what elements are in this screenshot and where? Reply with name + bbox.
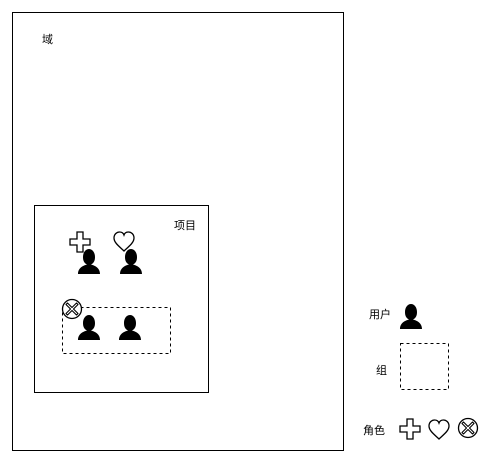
project-user-icon xyxy=(78,249,100,274)
circle-x-icon xyxy=(61,298,83,320)
legend-role-label: 角色 xyxy=(363,423,385,437)
legend-plus-cross-icon xyxy=(399,418,421,440)
project-box xyxy=(34,205,209,393)
project-user-icon xyxy=(120,249,142,274)
legend-user-icon xyxy=(400,304,422,329)
legend-user-label: 用户 xyxy=(369,307,391,321)
group-user-icon xyxy=(119,315,141,340)
domain-label: 域 xyxy=(42,33,53,46)
project-label: 项目 xyxy=(174,219,196,232)
domain-box xyxy=(12,12,344,451)
legend-circle-x-icon xyxy=(457,417,479,439)
legend-heart-icon xyxy=(428,419,450,440)
legend-group-label: 组 xyxy=(376,363,387,377)
plus-cross-icon xyxy=(69,231,91,253)
project-group-box xyxy=(62,307,171,354)
group-user-icon xyxy=(78,315,100,340)
heart-icon xyxy=(113,231,135,252)
legend-group-box xyxy=(400,343,449,390)
